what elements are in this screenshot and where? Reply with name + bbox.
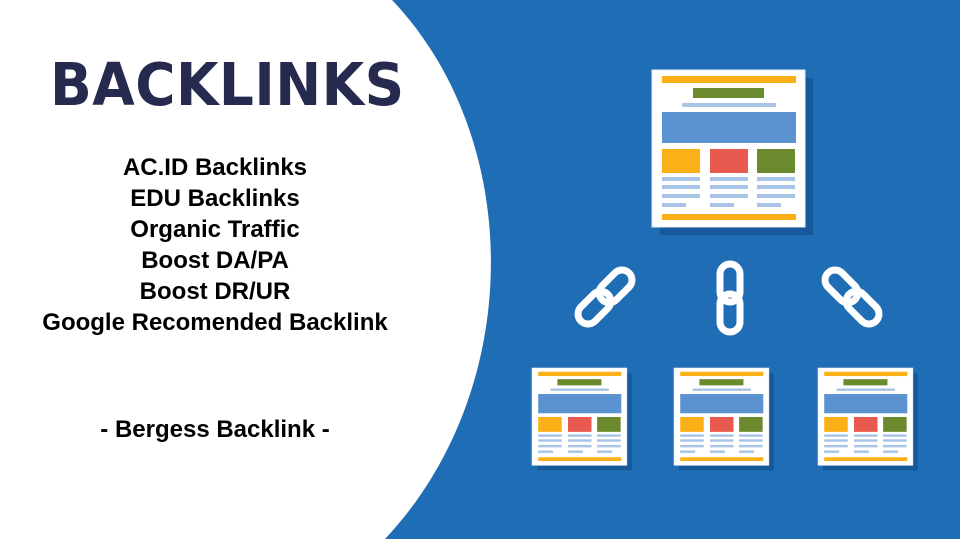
webpage-icon	[651, 69, 813, 235]
feature-item: Boost DR/UR	[139, 278, 291, 305]
feature-item: AC.ID Backlinks	[122, 154, 308, 181]
page-title: BACKLINKS	[50, 50, 405, 119]
tagline: - Bergess Backlink -	[100, 416, 330, 443]
feature-item: Boost DA/PA	[141, 247, 289, 274]
webpage-icon	[673, 367, 774, 471]
chain-link-icon	[716, 260, 744, 336]
webpage-icon	[531, 367, 632, 471]
feature-list: AC.ID Backlinks EDU Backlinks Organic Tr…	[15, 152, 415, 338]
chain-link-icon	[821, 266, 883, 328]
webpage-icon	[817, 367, 918, 471]
feature-item: EDU Backlinks	[130, 185, 300, 212]
feature-item: Organic Traffic	[130, 216, 300, 243]
chain-link-icon	[574, 266, 636, 328]
feature-item: Google Recomended Backlink	[42, 309, 388, 336]
